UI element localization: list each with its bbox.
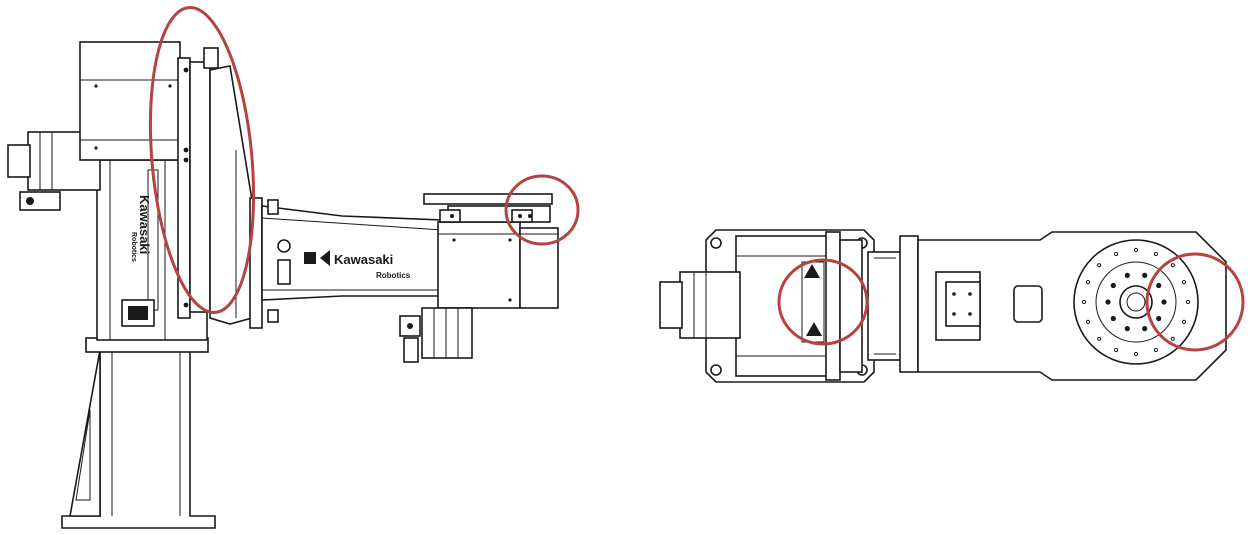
bolt-hole <box>1170 336 1175 341</box>
highlight-ring <box>148 6 256 314</box>
bolt-hole <box>1085 280 1091 285</box>
bolt-hole <box>1085 319 1091 324</box>
horizontal-arm: Kawasaki Robotics <box>261 199 443 323</box>
joint-flange <box>177 47 263 329</box>
bolt-hole <box>1181 319 1187 324</box>
bolt-hole <box>1110 282 1116 289</box>
bolt-hole <box>1097 263 1102 268</box>
bolt-hole <box>1185 299 1191 305</box>
highlight-ring <box>777 258 869 346</box>
warning-triangle-icon <box>804 264 820 278</box>
bolt-hole <box>1133 247 1139 253</box>
highlight-ring <box>1145 252 1245 352</box>
bolt-hole <box>1114 347 1119 353</box>
pedestal-base <box>61 337 216 529</box>
bolt-hole <box>1124 272 1130 278</box>
bolt-hole <box>1181 280 1187 285</box>
arm-brand-sub-label: Robotics <box>376 271 411 280</box>
bolt-hole <box>1153 251 1159 257</box>
bolt-hole <box>1161 299 1167 305</box>
base-motor <box>7 131 101 211</box>
bolt-hole <box>1156 315 1162 322</box>
bolt-hole <box>1097 336 1102 341</box>
bolt-hole <box>1153 347 1159 353</box>
robot-side-view: Kawasaki Robotics <box>7 41 559 529</box>
bolt-hole <box>1156 282 1162 289</box>
bolt-hole <box>1170 263 1175 268</box>
bolt-hole <box>1142 272 1148 278</box>
column-brand-sub-label: Robotics <box>130 232 137 262</box>
head-block <box>79 41 181 161</box>
wrist-assembly <box>423 193 559 309</box>
turntable-bolt-holes <box>1081 247 1191 357</box>
bolt-hole <box>1142 326 1148 332</box>
highlight-rings <box>148 6 1245 352</box>
highlight-ring <box>504 174 580 246</box>
bolt-hole <box>1110 315 1116 322</box>
arm-brand-label: Kawasaki <box>334 252 393 267</box>
bolt-hole <box>1081 299 1087 305</box>
column-brand-label: Kawasaki <box>137 195 152 254</box>
warning-triangle-icon <box>806 322 822 336</box>
wrist-motor <box>399 307 473 363</box>
bolt-hole <box>1133 351 1139 357</box>
turntable <box>1073 239 1199 365</box>
top-link-section <box>867 235 1000 373</box>
bolt-hole <box>1124 326 1130 332</box>
robot-top-view <box>659 229 1227 383</box>
bolt-hole <box>1114 251 1119 257</box>
top-motor <box>659 271 741 339</box>
bolt-hole <box>1105 299 1111 305</box>
